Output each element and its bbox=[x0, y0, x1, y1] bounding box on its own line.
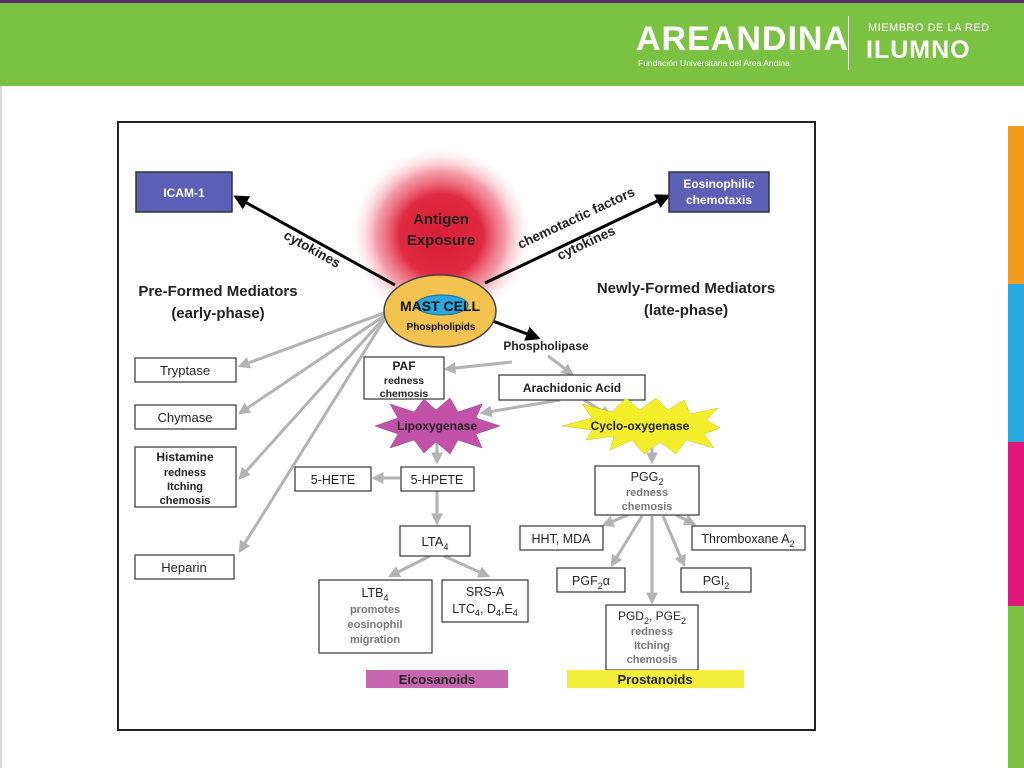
heparin-label: Heparin bbox=[161, 560, 207, 575]
pgg2-redness: redness bbox=[626, 487, 668, 499]
lta4-box bbox=[399, 525, 471, 557]
phospholipids-label: Phospholipids bbox=[407, 322, 476, 333]
pgg2-label: PGG2 bbox=[631, 470, 664, 487]
logo-divider bbox=[848, 16, 849, 70]
cyclooxygenase-label: Cyclo-oxygenase bbox=[591, 419, 690, 433]
histamine-box bbox=[134, 446, 237, 508]
ltb4-eosinophil: eosinophil bbox=[348, 619, 403, 631]
stripe-orange bbox=[1008, 126, 1024, 284]
prostanoids-label: Prostanoids bbox=[617, 672, 692, 687]
lipoxygenase-label: Lipoxygenase bbox=[397, 419, 477, 433]
areandina-logo: AREANDINA bbox=[636, 20, 849, 58]
histamine-label: Histamine bbox=[156, 450, 214, 464]
hpete-label: 5-HPETE bbox=[411, 473, 464, 487]
newly-formed-title-1: Newly-Formed Mediators bbox=[597, 280, 775, 297]
heparin-box bbox=[134, 554, 235, 580]
left-border-line bbox=[0, 86, 2, 768]
hete-box bbox=[294, 466, 372, 492]
pre-formed-title-2: (early-phase) bbox=[171, 305, 264, 322]
header-bar: AREANDINA Fundación Universitaria del Ár… bbox=[0, 0, 1024, 86]
icam-label: ICAM-1 bbox=[163, 186, 205, 200]
antigen-label-2: Exposure bbox=[407, 232, 475, 249]
paf-chemosis: chemosis bbox=[380, 388, 429, 400]
thromboxane-box bbox=[691, 525, 806, 551]
member-text: MIEMBRO DE LA RED bbox=[868, 22, 990, 34]
mast-cell-nucleus bbox=[415, 294, 469, 316]
stripe-blue bbox=[1008, 284, 1024, 442]
newly-formed-title-2: (late-phase) bbox=[644, 302, 728, 319]
cytokines-left-label: cytokines bbox=[281, 227, 343, 270]
ltb4-promotes: promotes bbox=[350, 604, 400, 616]
pgf2a-box bbox=[556, 567, 626, 593]
eicosanoids-bar bbox=[366, 670, 508, 688]
header-top-line bbox=[0, 0, 1024, 3]
pgd2-itching: Itching bbox=[634, 640, 670, 652]
eicosanoids-label: Eicosanoids bbox=[399, 672, 476, 687]
srsa-ltc-label: LTC4, D4,E4 bbox=[452, 602, 518, 618]
arrow-to-eosinophilic bbox=[484, 194, 671, 285]
eosinophilic-box bbox=[668, 171, 770, 213]
cyclooxygenase-star bbox=[561, 397, 721, 455]
pgd2-pge2-box bbox=[605, 604, 699, 671]
srsa-label: SRS-A bbox=[466, 585, 505, 599]
paf-label: PAF bbox=[392, 359, 415, 373]
pgf2a-label: PGF2α bbox=[572, 574, 610, 591]
chymase-box bbox=[134, 404, 237, 430]
pgi2-label: PGI2 bbox=[703, 574, 730, 591]
areandina-subtitle: Fundación Universitaria del Área Andina bbox=[638, 58, 790, 68]
ltb4-migration: migration bbox=[350, 634, 400, 646]
stripe-green bbox=[1008, 606, 1024, 768]
histamine-chemosis: chemosis bbox=[160, 495, 211, 507]
pgg2-box bbox=[594, 465, 700, 516]
thromboxane-label: Thromboxane A2 bbox=[701, 532, 794, 549]
tryptase-box bbox=[134, 357, 237, 383]
ltb4-label: LTB4 bbox=[361, 586, 388, 603]
srsa-box bbox=[441, 579, 529, 623]
lipoxygenase-star bbox=[374, 397, 501, 455]
pre-formed-title-1: Pre-Formed Mediators bbox=[138, 283, 297, 300]
eosinophilic-label-1: Eosinophilic bbox=[683, 177, 755, 191]
arrow-to-phospholipase bbox=[489, 318, 541, 341]
icam-box bbox=[135, 171, 233, 213]
ltb4-box bbox=[318, 579, 433, 654]
chymase-label: Chymase bbox=[158, 410, 213, 425]
ilumno-logo: ILUMNO bbox=[866, 36, 971, 64]
pre-formed-arrows bbox=[237, 311, 386, 554]
pgi2-box bbox=[680, 567, 752, 593]
arrow-to-icam bbox=[233, 195, 396, 287]
pgg2-chemosis: chemosis bbox=[622, 501, 673, 513]
histamine-itching: Itching bbox=[167, 481, 203, 493]
pgd2-pge2-label: PGD2, PGE2 bbox=[618, 609, 686, 626]
arachidonic-box bbox=[498, 374, 646, 401]
lta4-label: LTA4 bbox=[422, 534, 449, 552]
pgd2-chemosis: chemosis bbox=[627, 654, 678, 666]
paf-box bbox=[363, 356, 445, 400]
pgd2-redness: redness bbox=[631, 626, 673, 638]
paf-redness: redness bbox=[384, 375, 424, 387]
histamine-redness: redness bbox=[164, 467, 206, 479]
eosinophilic-label-2: chemotaxis bbox=[686, 193, 752, 207]
phospholipase-label: Phospholipase bbox=[503, 339, 589, 353]
hpete-box bbox=[400, 466, 475, 492]
antigen-label-1: Antigen bbox=[413, 211, 469, 228]
stripe-magenta bbox=[1008, 442, 1024, 606]
antigen-cloud bbox=[349, 145, 533, 325]
hht-mda-label: HHT, MDA bbox=[531, 532, 591, 546]
tryptase-label: Tryptase bbox=[160, 363, 210, 378]
hete-label: 5-HETE bbox=[311, 473, 355, 487]
prostanoids-bar bbox=[567, 670, 744, 688]
hht-mda-box bbox=[519, 525, 604, 551]
arachidonic-label: Arachidonic Acid bbox=[523, 381, 621, 395]
mast-cell-label: MAST CELL bbox=[400, 298, 481, 314]
